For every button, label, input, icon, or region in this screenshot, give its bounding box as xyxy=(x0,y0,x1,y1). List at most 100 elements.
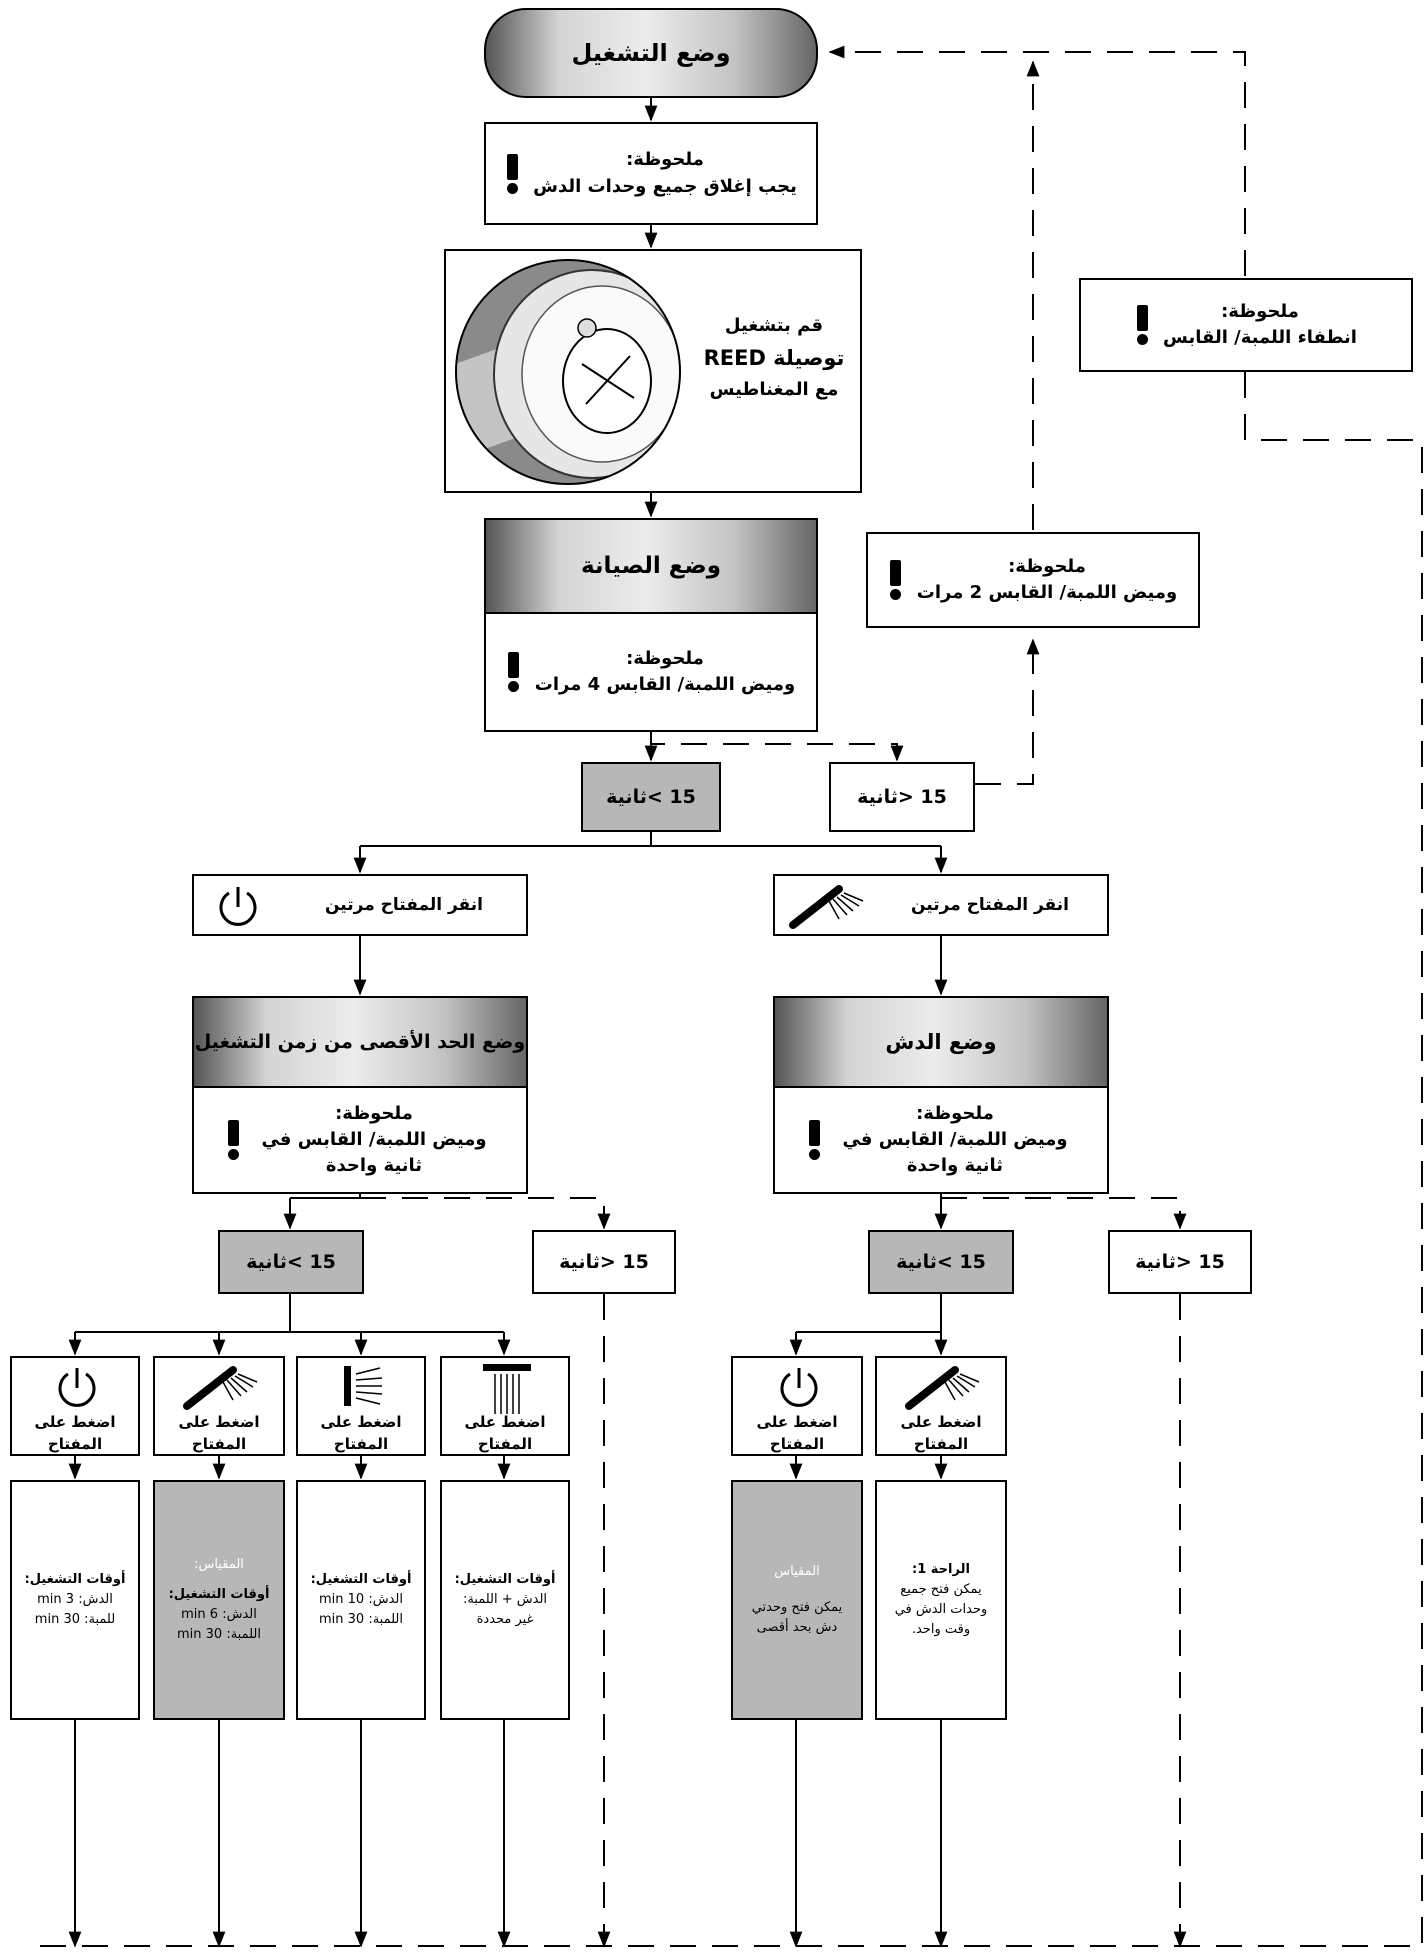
result-line2: اللمبة: 30 min xyxy=(177,1627,261,1643)
timer-less-15: 15 >ثانية xyxy=(868,1230,1014,1294)
press-line2: المفتاح xyxy=(333,1434,389,1453)
note-text: يجب إغلاق جميع وحدات الدش xyxy=(533,175,797,197)
note-title: ملحوظة: xyxy=(1221,300,1299,322)
note-text: وميض اللمبة/ القابس 4 مرات xyxy=(534,674,796,695)
note-text: وميض اللمبة/ القابس في ثانية واحدة xyxy=(842,1128,1068,1177)
exclamation-icon xyxy=(226,1120,240,1160)
press-line2: المفتاح xyxy=(477,1434,533,1453)
tap-label: انقر المفتاح مرتين xyxy=(325,895,483,915)
timer-label: 15 <ثانية xyxy=(1135,1250,1225,1273)
max-runtime-mode-header: وضع الحد الأقصى من زمن التشغيل xyxy=(192,996,528,1088)
start-terminal: وضع التشغيل xyxy=(484,8,818,98)
power-icon xyxy=(219,887,257,926)
maintenance-title: وضع الصيانة xyxy=(580,553,722,579)
timer-more-15: 15 <ثانية xyxy=(532,1230,676,1294)
result-title: أوقات التشغيل: xyxy=(168,1586,270,1602)
result-shower: المقياس: أوقات التشغيل: الدش: 6 min اللم… xyxy=(153,1480,285,1720)
timer-less-15: 15 >ثانية xyxy=(218,1230,364,1294)
start-label: وضع التشغيل xyxy=(571,39,731,67)
result-side-shower: أوقات التشغيل: الدش: 10 min اللمبة: 30 m… xyxy=(296,1480,426,1720)
timer-label: 15 >ثانية xyxy=(896,1250,986,1273)
result-comfort: الراحة 1: يمكن فتح جميع وحدات الدش في وق… xyxy=(875,1480,1007,1720)
press-line1: اضغط على xyxy=(34,1413,116,1431)
timer-label: 15 >ثانية xyxy=(606,785,696,808)
note-title: ملحوظة: xyxy=(1008,555,1086,577)
result-caption: المقياس: xyxy=(194,1556,244,1572)
timer-more-15: 15 <ثانية xyxy=(1108,1230,1252,1294)
press-rain-shower-key: اضغط على المفتاح xyxy=(440,1356,570,1456)
result-title: الراحة 1: xyxy=(912,1561,970,1577)
result-caption: المقياس xyxy=(774,1563,820,1579)
note-title: ملحوظة: xyxy=(626,647,704,669)
result-line3: وقت واحد. xyxy=(911,1622,971,1638)
note-flash-twice: ملحوظة: وميض اللمبة/ القابس 2 مرات xyxy=(866,532,1200,628)
press-line2: المفتاح xyxy=(913,1434,969,1453)
press-line2: المفتاح xyxy=(191,1434,247,1453)
press-power-key: اضغط على المفتاح xyxy=(10,1356,140,1456)
tap-label: انقر المفتاح مرتين xyxy=(911,895,1069,915)
power-icon xyxy=(58,1368,96,1407)
press-line2: المفتاح xyxy=(47,1434,103,1453)
tap-twice-power: انقر المفتاح مرتين xyxy=(192,874,528,936)
press-shower-key: اضغط على المفتاح xyxy=(875,1356,1007,1456)
result-line1: يمكن فتح جميع xyxy=(900,1581,982,1597)
exclamation-icon xyxy=(889,560,903,600)
result-line2: وحدات الدش في xyxy=(894,1602,988,1617)
rain-shower-icon xyxy=(483,1364,531,1414)
timer-more-15: 15 <ثانية xyxy=(829,762,975,832)
side-shower-icon xyxy=(344,1366,383,1406)
press-line1: اضغط على xyxy=(756,1413,838,1431)
note-text: انطفاء اللمبة/ القابس xyxy=(1163,327,1357,348)
note-text: وميض اللمبة/ القابس في ثانية واحدة xyxy=(261,1128,487,1177)
mode-title: وضع الحد الأقصى من زمن التشغيل xyxy=(194,1031,526,1053)
result-rain-shower: أوقات التشغيل: الدش + اللمبة: غير محددة xyxy=(440,1480,570,1720)
exclamation-icon xyxy=(807,1120,821,1160)
note-text: وميض اللمبة/ القابس 2 مرات xyxy=(916,582,1178,603)
timer-less-15: 15 >ثانية xyxy=(581,762,721,832)
shower-head-icon xyxy=(905,1366,980,1410)
press-line1: اضغط على xyxy=(900,1413,982,1431)
press-shower-key: اضغط على المفتاح xyxy=(153,1356,285,1456)
result-line1: الدش: 6 min xyxy=(181,1607,257,1622)
reed-line2: توصيلة REED xyxy=(703,345,845,370)
exclamation-icon xyxy=(505,153,519,194)
magnet-reed-icon xyxy=(455,259,681,485)
reed-line3: مع المغناطيس xyxy=(709,379,839,401)
note-close-showers: ملحوظة: يجب إغلاق جميع وحدات الدش xyxy=(484,122,818,225)
note-title: ملحوظة: xyxy=(916,1102,994,1124)
press-line2: المفتاح xyxy=(769,1434,825,1453)
reed-line1: قم بتشغيل xyxy=(724,315,824,336)
result-line1: الدش + اللمبة: xyxy=(462,1591,548,1607)
mode-title: وضع الدش xyxy=(885,1030,997,1054)
result-title: أوقات التشغيل: xyxy=(310,1571,412,1587)
exclamation-icon xyxy=(507,652,521,692)
power-icon xyxy=(780,1368,818,1407)
shower-mode-note: ملحوظة: وميض اللمبة/ القابس في ثانية واح… xyxy=(773,1086,1109,1194)
press-line1: اضغط على xyxy=(320,1413,402,1431)
reed-box: قم بتشغيل توصيلة REED مع المغناطيس xyxy=(444,249,862,493)
result-power: أوقات التشغيل: الدش: 3 min للمبة: 30 min xyxy=(10,1480,140,1720)
maintenance-note: ملحوظة: وميض اللمبة/ القابس 4 مرات xyxy=(484,612,818,732)
timer-label: 15 <ثانية xyxy=(857,785,947,808)
note-title: ملحوظة: xyxy=(626,149,704,171)
timer-label: 15 >ثانية xyxy=(246,1250,336,1273)
result-line2: غير محددة xyxy=(476,1612,534,1628)
press-line1: اضغط على xyxy=(178,1413,260,1431)
result-scale: المقياس يمكن فتح وحدتي دش بحد أقصى xyxy=(731,1480,863,1720)
tap-twice-shower: انقر المفتاح مرتين xyxy=(773,874,1109,936)
press-power-key: اضغط على المفتاح xyxy=(731,1356,863,1456)
reed-instructions: قم بتشغيل توصيلة REED مع المغناطيس xyxy=(694,311,854,405)
press-side-shower-key: اضغط على المفتاح xyxy=(296,1356,426,1456)
shower-head-icon xyxy=(183,1366,258,1410)
result-line2: دش بحد أقصى xyxy=(756,1620,838,1636)
result-line2: اللمبة: 30 min xyxy=(319,1612,403,1628)
result-line1: الدش: 10 min xyxy=(319,1591,403,1607)
maintenance-mode-header: وضع الصيانة xyxy=(484,518,818,614)
shower-head-icon xyxy=(789,885,864,929)
result-title: أوقات التشغيل: xyxy=(24,1571,126,1587)
result-title: أوقات التشغيل: xyxy=(454,1571,556,1587)
press-line1: اضغط على xyxy=(464,1413,546,1431)
exclamation-icon xyxy=(1135,305,1149,345)
shower-mode-header: وضع الدش xyxy=(773,996,1109,1088)
